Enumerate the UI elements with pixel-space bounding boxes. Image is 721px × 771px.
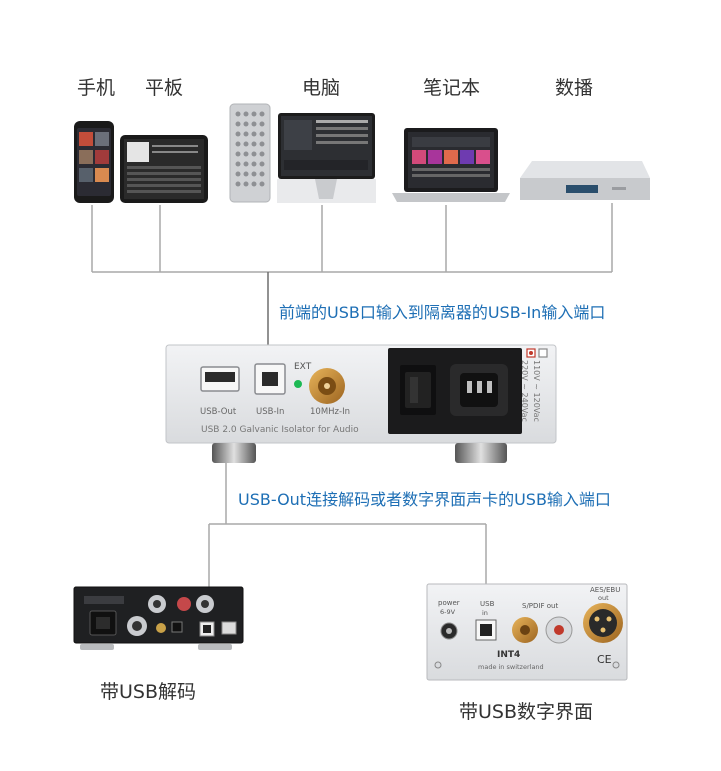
label-usb-dac: 带USB解码 — [100, 681, 197, 703]
aes-label: AES/EBU — [590, 586, 621, 594]
clock-in-port-label: 10MHz-In — [310, 407, 350, 417]
label-laptop: 笔记本 — [423, 77, 481, 99]
spdif-label: S/PDIF out — [522, 602, 559, 610]
tablet-device — [120, 135, 208, 203]
label-phone: 手机 — [77, 77, 116, 99]
brand-label: INT4 — [497, 650, 521, 660]
usb-out-port-label: USB-Out — [200, 407, 237, 417]
voltage-110-label: 110V ~ 120Vac — [532, 360, 541, 422]
caption-usb-out: USB-Out连接解码或者数字界面声卡的USB输入端口 — [238, 490, 611, 509]
label-usb-interface: 带USB数字界面 — [459, 701, 594, 723]
streamer-device — [520, 161, 650, 200]
usb-sub-label: in — [482, 609, 488, 617]
interface-device — [426, 583, 628, 681]
voltage-220-label: 220V ~ 240Vac — [520, 360, 529, 422]
power-label: power — [438, 599, 460, 607]
label-streamer: 数播 — [555, 77, 594, 99]
desktop-monitor — [277, 113, 376, 203]
usb-label: USB — [480, 600, 495, 608]
usb-in-port-label: USB-In — [256, 407, 285, 417]
source-bus-lines — [91, 203, 613, 273]
phone-device — [74, 121, 114, 203]
isolator-model-text: USB 2.0 Galvanic Isolator for Audio — [201, 425, 359, 435]
laptop-device — [392, 128, 510, 202]
dac-device — [73, 586, 244, 650]
label-pc: 电脑 — [302, 77, 341, 99]
caption-usb-in: 前端的USB口输入到隔离器的USB-In输入端口 — [279, 303, 606, 322]
desktop-tower — [229, 103, 271, 203]
made-in-label: made in switzerland — [478, 663, 544, 671]
ce-mark: CE — [597, 653, 612, 666]
aes-sub-label: out — [598, 594, 609, 602]
isolator-device — [165, 344, 557, 463]
label-tablet: 平板 — [145, 77, 184, 99]
power-voltage-label: 6-9V — [440, 608, 456, 616]
ext-label: EXT — [294, 362, 312, 372]
